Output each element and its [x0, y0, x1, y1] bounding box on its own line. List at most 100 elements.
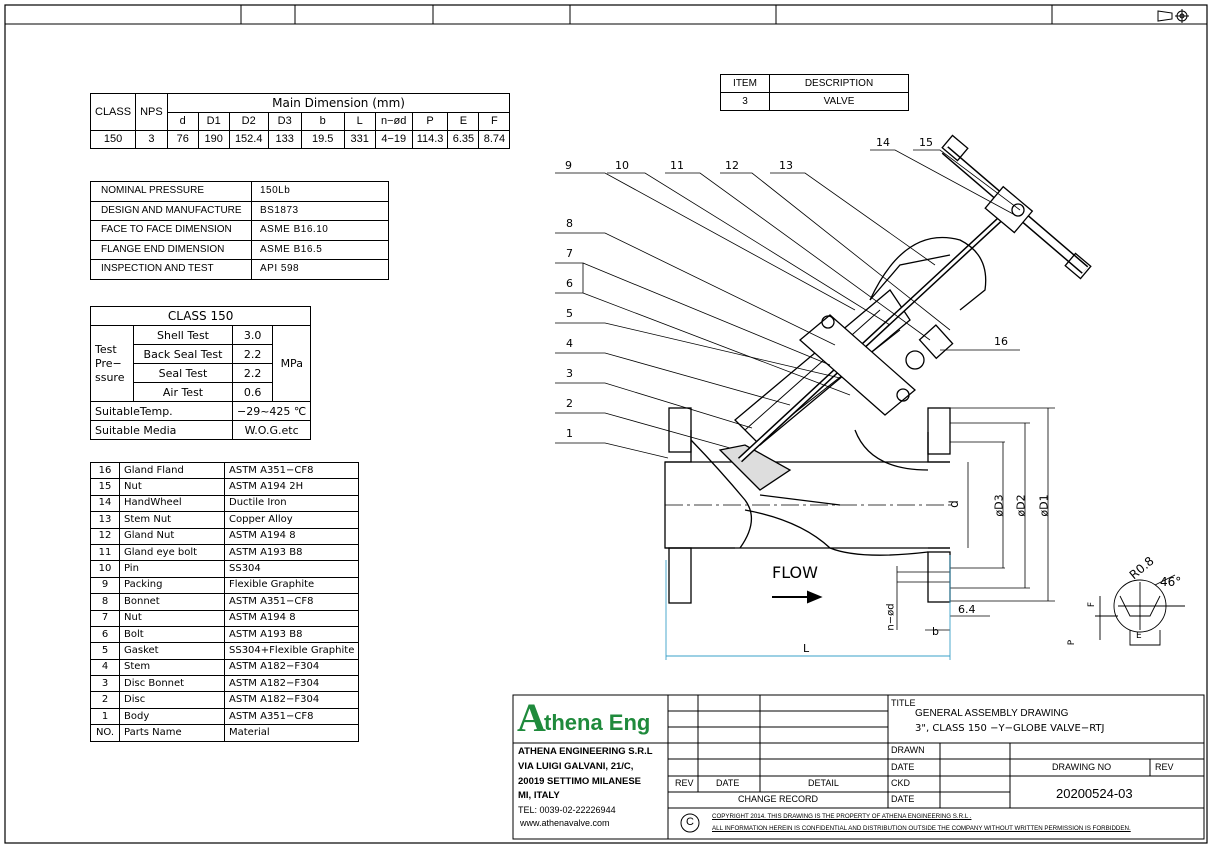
- date-label: DATE: [891, 762, 915, 772]
- callout-10: 10: [615, 159, 629, 172]
- rev-label: REV: [1155, 762, 1174, 772]
- callout-6: 6: [566, 277, 573, 290]
- callout-2: 2: [566, 397, 573, 410]
- callout-4: 4: [566, 337, 573, 350]
- dim-E: E: [1136, 631, 1142, 641]
- title-label: TITLE: [891, 698, 916, 708]
- drawing-number: 20200524-03: [1056, 786, 1133, 801]
- test-pressure-label: Test Pre− ssure: [90, 325, 134, 402]
- callout-5: 5: [566, 307, 573, 320]
- detail-col-label: DETAIL: [808, 778, 839, 788]
- drawn-label: DRAWN: [891, 745, 925, 755]
- copyright-symbol: C: [686, 816, 694, 828]
- flow-label: FLOW: [772, 563, 818, 582]
- dims-hdr-nps: NPS: [135, 93, 168, 131]
- length-dimension: [665, 555, 951, 660]
- date-col-label: DATE: [716, 778, 740, 788]
- part-no: NO.: [90, 724, 120, 742]
- company-tel: TEL: 0039-02-22226944: [518, 805, 616, 815]
- callout-1: 1: [566, 427, 573, 440]
- copyright-line-2: ALL INFORMATION HEREIN IS CONFIDENTIAL A…: [712, 825, 1131, 832]
- item-desc: VALVE: [769, 92, 909, 111]
- company-line: VIA LUIGI GALVANI, 21/C,: [518, 761, 634, 772]
- media-label: Suitable Media: [90, 420, 233, 440]
- company-web[interactable]: www.athenavalve.com: [520, 818, 610, 828]
- change-record-label: CHANGE RECORD: [738, 794, 819, 804]
- dims-col-value: 190: [197, 130, 230, 149]
- dims-col-value: 331: [343, 130, 376, 149]
- callout-12: 12: [725, 159, 739, 172]
- leader-lines: [555, 149, 1021, 459]
- test-unit: MPa: [272, 325, 312, 402]
- media-value: W.O.G.etc: [231, 420, 312, 440]
- callout-11: 11: [670, 159, 684, 172]
- dims-col-value: 76: [166, 130, 199, 149]
- callout-16: 16: [994, 335, 1008, 348]
- dimension-lines: [896, 407, 1055, 631]
- test-label-1: Test: [95, 342, 117, 356]
- callout-15: 15: [919, 136, 933, 149]
- ckd-label: CKD: [891, 778, 911, 788]
- title-line-1: GENERAL ASSEMBLY DRAWING: [915, 708, 1069, 719]
- callout-3: 3: [566, 367, 573, 380]
- dim-L: L: [803, 642, 810, 655]
- title-line-2: 3", CLASS 150 −Y−GLOBE VALVE−RTJ: [915, 723, 1105, 734]
- dims-col-value: 4−19: [374, 130, 413, 149]
- dims-col-value: 8.74: [478, 130, 511, 149]
- dim-46: 46°: [1160, 575, 1182, 589]
- standard-value: API 598: [251, 259, 389, 280]
- callout-9: 9: [565, 159, 572, 172]
- date-label-2: DATE: [891, 794, 915, 804]
- company-line: ATHENA ENGINEERING S.R.L: [518, 746, 653, 757]
- company-line: 20019 SETTIMO MILANESE: [518, 776, 642, 787]
- rev-col-label: REV: [675, 778, 694, 788]
- callout-13: 13: [779, 159, 793, 172]
- valve-body: [664, 134, 1092, 604]
- flow-arrow-icon: [772, 590, 823, 604]
- dim-b: b: [932, 625, 939, 638]
- item-table: ITEM DESCRIPTION 3 VALVE: [720, 74, 909, 111]
- ring-groove-detail: [1095, 574, 1185, 646]
- callout-8: 8: [566, 217, 573, 230]
- logo-mark: A: [517, 695, 546, 740]
- class-title: CLASS 150: [89, 306, 312, 326]
- copyright-line-1: COPYRIGHT 2014. THIS DRAWING IS THE PROP…: [712, 813, 972, 820]
- callout-7: 7: [566, 247, 573, 260]
- dims-class-value: 150: [89, 130, 137, 149]
- test-label-3: ssure: [95, 370, 125, 384]
- copyright-icon: [680, 813, 700, 833]
- test-label-2: Pre−: [95, 356, 122, 370]
- dims-col-value: 133: [267, 130, 302, 149]
- logo-text: thena Eng: [544, 710, 651, 735]
- class-test-table: CLASS 150 Test Pre− ssure Shell Test 3.0…: [89, 306, 312, 440]
- drawing-no-label: DRAWING NO: [1052, 762, 1112, 772]
- standard-label: INSPECTION AND TEST: [90, 259, 252, 280]
- dim-64: 6.4: [958, 603, 976, 616]
- projection-symbol-icon: [1157, 9, 1189, 23]
- part-material: Material: [223, 724, 360, 742]
- company-line: MI, ITALY: [518, 790, 560, 801]
- callout-14: 14: [876, 136, 890, 149]
